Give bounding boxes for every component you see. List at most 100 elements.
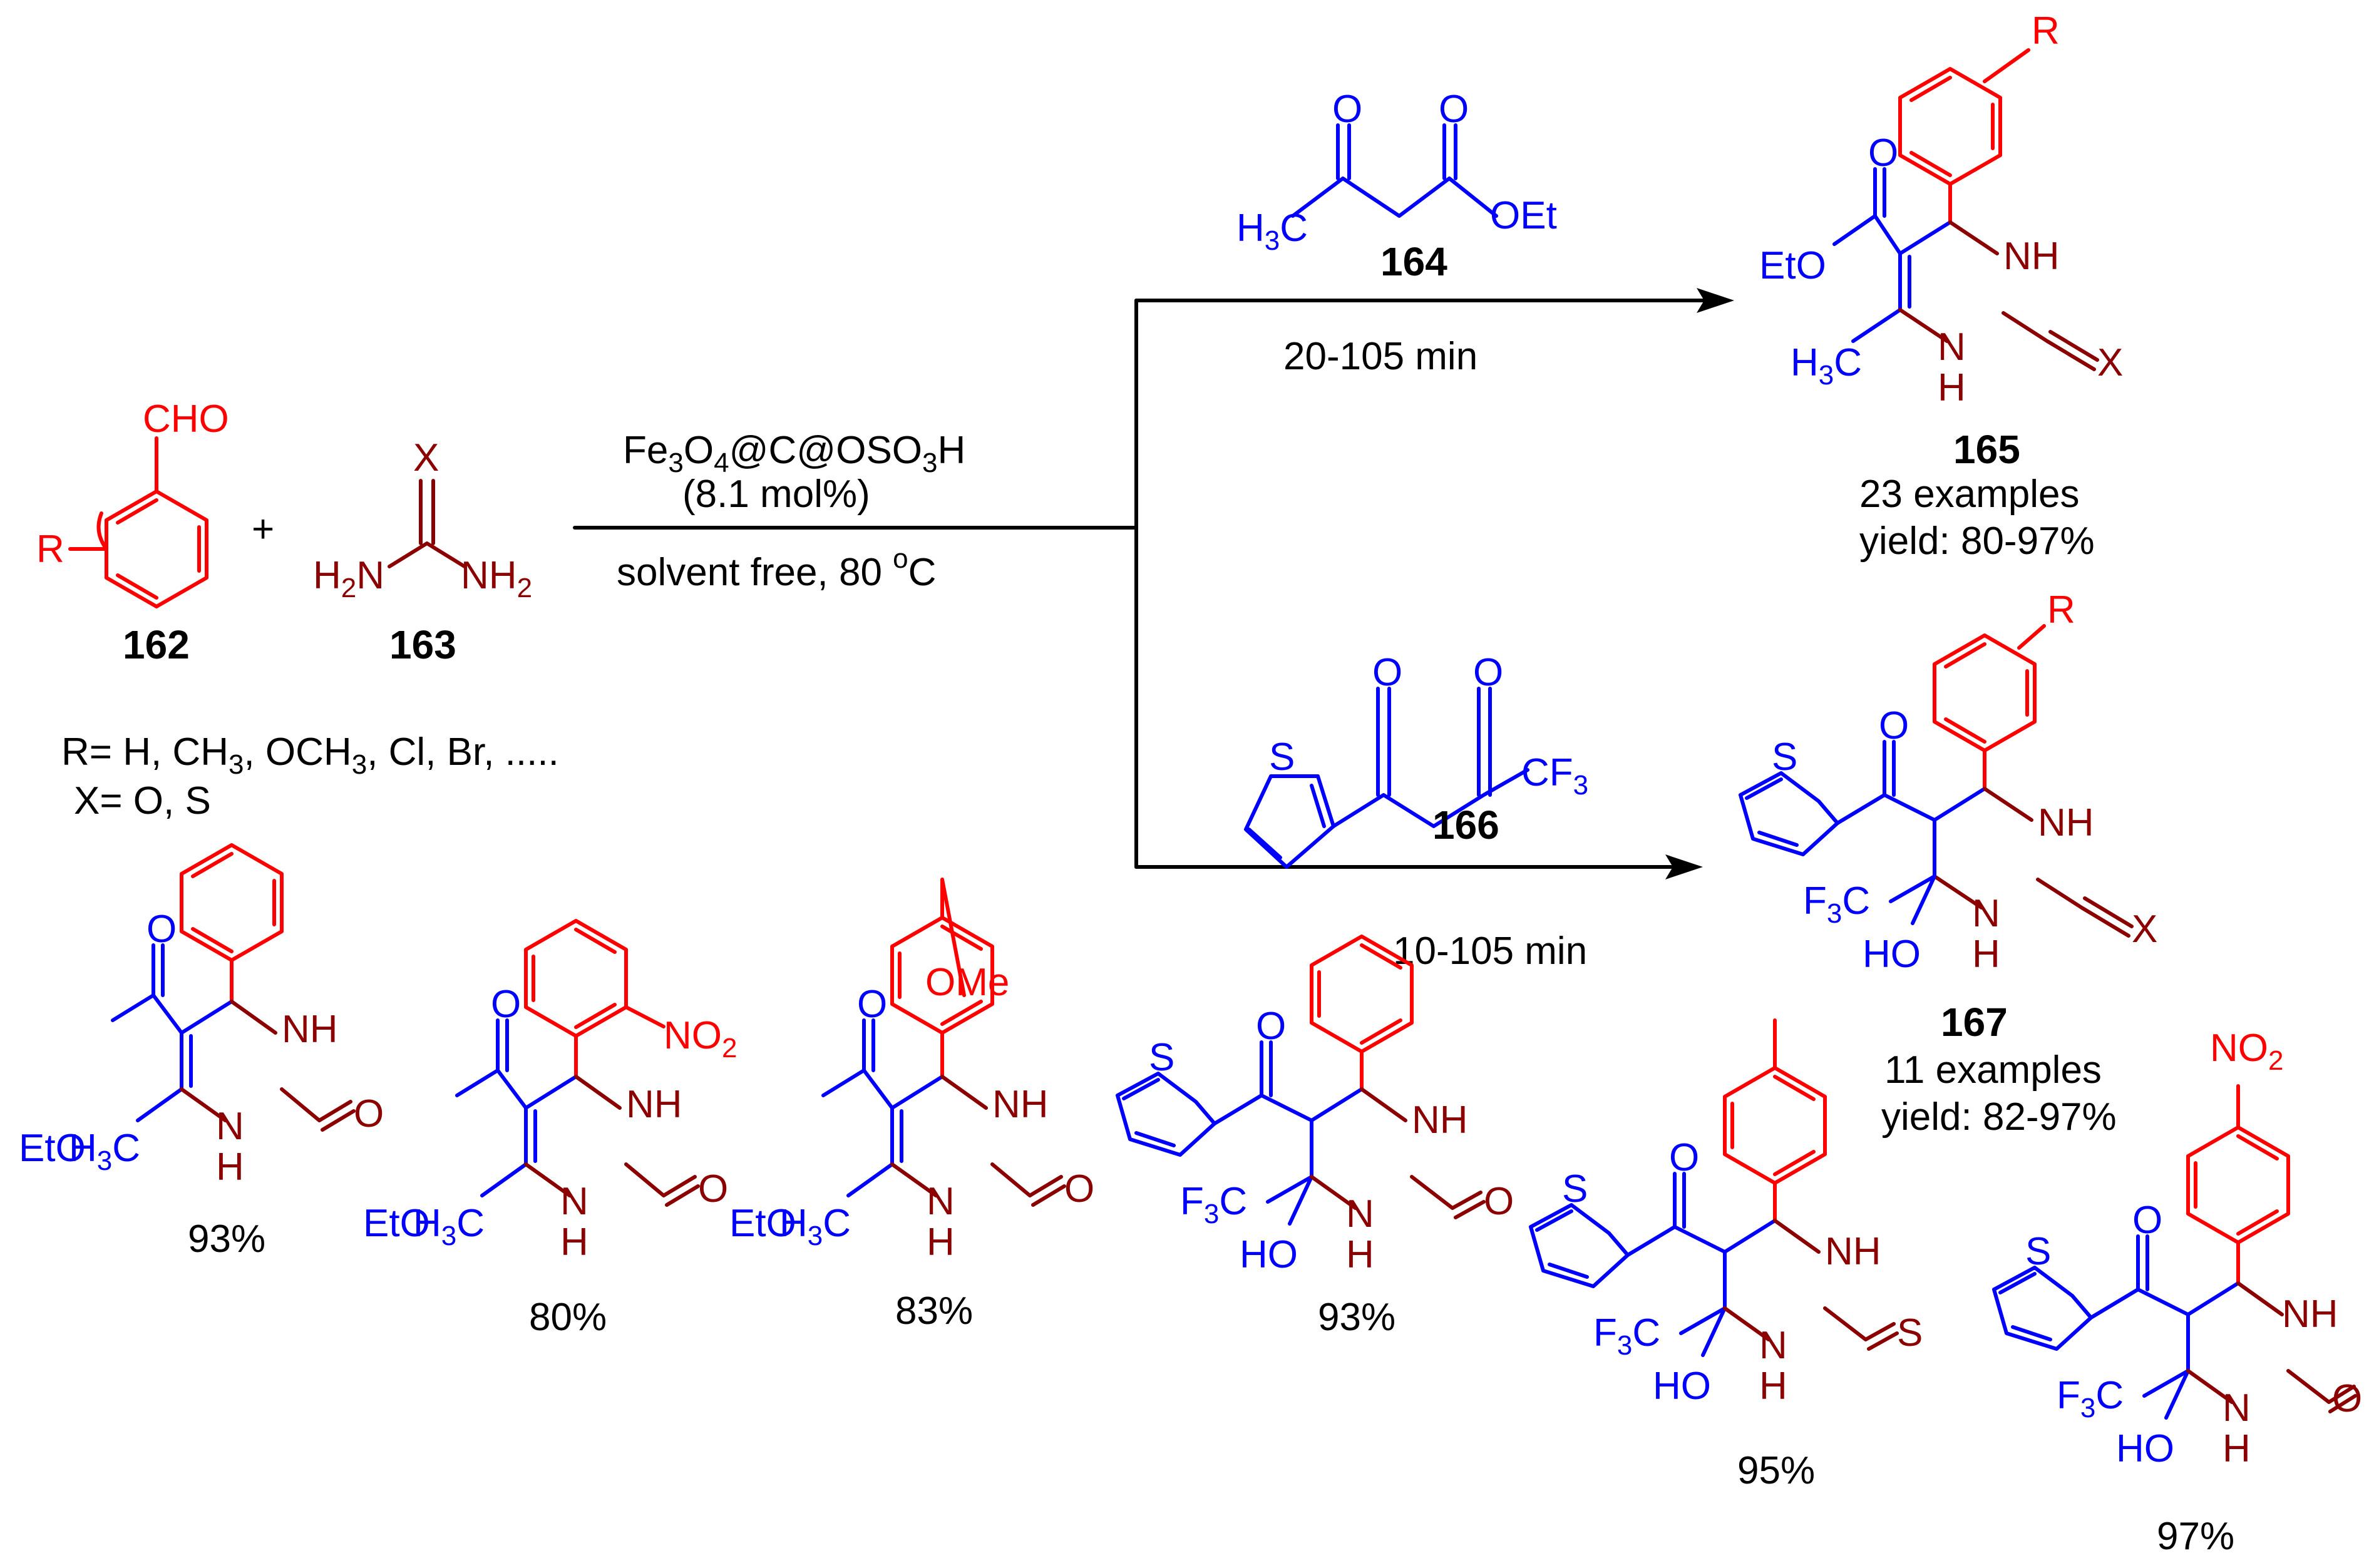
svg-text:O: O — [2332, 1377, 2362, 1420]
compound-label-164: 164 — [1380, 239, 1447, 284]
svg-text:O: O — [1879, 704, 1909, 747]
svg-text:O: O — [1064, 1167, 1094, 1211]
example-3: OMe O EtO NH N H O H3C 83% — [729, 878, 1094, 1333]
reactant-162: CHO R 162 — [36, 397, 229, 667]
svg-text:NH: NH — [1412, 1099, 1468, 1142]
urea-nh2-left: H2N — [313, 554, 384, 603]
svg-text:N: N — [1938, 325, 1966, 369]
methyl-group: H3C — [1236, 207, 1308, 256]
catalyst-loading: (8.1 mol%) — [682, 473, 870, 516]
svg-text:S: S — [1149, 1036, 1174, 1079]
svg-text:X: X — [2097, 341, 2123, 384]
example-4: O S NH N H O F3C HO 93% — [1116, 935, 1514, 1339]
examples-count-165: 23 examples — [1859, 473, 2080, 516]
svg-text:R: R — [2032, 9, 2060, 53]
svg-text:O: O — [857, 983, 887, 1026]
svg-text:H: H — [2223, 1427, 2251, 1470]
svg-text:NH: NH — [2282, 1293, 2338, 1336]
svg-text:O: O — [1868, 131, 1898, 175]
svg-text:O: O — [1669, 1136, 1699, 1179]
svg-text:H: H — [216, 1145, 244, 1189]
svg-text:O: O — [698, 1167, 728, 1211]
svg-text:NH: NH — [626, 1083, 682, 1126]
plus-sign: + — [252, 508, 274, 551]
cf3-group: CF3 — [1521, 751, 1588, 801]
example-1: O EtO NH N H O H3C 93% — [19, 843, 384, 1261]
svg-text:O: O — [1484, 1180, 1514, 1223]
catalyst-formula: Fe3O4@C@OSO3H — [623, 429, 965, 478]
compound-label-165: 165 — [1953, 427, 2020, 472]
svg-text:F3C: F3C — [1803, 879, 1870, 929]
svg-text:H3C: H3C — [413, 1202, 485, 1251]
svg-text:N: N — [927, 1180, 955, 1223]
lower-reaction-time: 10-105 min — [1393, 930, 1587, 973]
svg-text:H: H — [560, 1221, 588, 1264]
upper-reaction-time: 20-105 min — [1283, 335, 1477, 378]
example-4-yield: 93% — [1318, 1296, 1395, 1339]
product-165: R O EtO NH N H X H3C 165 23 examples yie… — [1759, 9, 2123, 563]
cho-group: CHO — [143, 397, 229, 441]
svg-text:NO2: NO2 — [2210, 1027, 2283, 1076]
compound-label-163: 163 — [389, 622, 456, 667]
svg-text:F3C: F3C — [1593, 1311, 1660, 1361]
svg-text:HO: HO — [1240, 1233, 1298, 1276]
svg-text:N: N — [560, 1180, 588, 1223]
example-1-yield: 93% — [188, 1217, 265, 1261]
example-5-yield: 95% — [1737, 1449, 1815, 1492]
example-5: O S NH N H S F3C HO 95% — [1529, 1018, 1923, 1492]
compound-label-162: 162 — [123, 622, 190, 667]
svg-text:O: O — [2132, 1199, 2162, 1242]
svg-text:H: H — [1938, 366, 1966, 409]
svg-text:R: R — [2047, 588, 2075, 632]
svg-text:NH: NH — [992, 1083, 1049, 1126]
example-2-yield: 80% — [529, 1296, 607, 1339]
svg-text:NH: NH — [282, 1008, 338, 1051]
svg-text:H: H — [1972, 933, 2000, 976]
svg-text:OEt: OEt — [1490, 194, 1557, 237]
svg-text:EtO: EtO — [729, 1202, 796, 1245]
reactant-163: X H2N NH2 163 — [313, 436, 532, 667]
example-2: NO2 O EtO NH N H O H3C 80% — [363, 919, 737, 1339]
svg-text:O: O — [1439, 88, 1469, 131]
svg-text:H3C: H3C — [69, 1127, 140, 1176]
example-6-yield: 97% — [2157, 1515, 2234, 1558]
arrow-head-upper — [1697, 288, 1734, 313]
svg-text:EtO: EtO — [1759, 244, 1826, 287]
svg-text:NO2: NO2 — [664, 1014, 737, 1063]
arrow-head-lower — [1665, 854, 1703, 879]
yield-range-167: yield: 82-97% — [1881, 1095, 2117, 1139]
svg-text:F3C: F3C — [1180, 1180, 1247, 1229]
svg-text:O: O — [1256, 1005, 1286, 1048]
svg-text:S: S — [1772, 735, 1797, 779]
svg-text:N: N — [216, 1105, 244, 1148]
svg-text:H3C: H3C — [779, 1202, 851, 1251]
svg-text:F3C: F3C — [2057, 1374, 2124, 1423]
svg-text:O: O — [491, 983, 521, 1026]
svg-text:N: N — [2223, 1386, 2251, 1430]
svg-text:HO: HO — [1863, 933, 1921, 976]
svg-text:EtO: EtO — [19, 1127, 86, 1170]
example-6: NO2 O S NH N H O F3C HO 97% — [1992, 1027, 2362, 1558]
svg-text:N: N — [1972, 892, 2000, 935]
compound-label-166: 166 — [1432, 802, 1499, 848]
r-group-definition: R= H, CH3, OCH3, Cl, Br, ..... — [61, 730, 559, 780]
svg-text:S: S — [1562, 1167, 1588, 1211]
svg-text:X: X — [2132, 908, 2157, 951]
examples-count-167: 11 examples — [1884, 1048, 2102, 1092]
svg-text:HO: HO — [2116, 1427, 2174, 1470]
svg-text:HO: HO — [1653, 1365, 1711, 1408]
reagent-164: O O H3C OEt 164 — [1236, 88, 1557, 284]
urea-x: X — [413, 436, 439, 479]
svg-text:H: H — [927, 1221, 955, 1264]
svg-text:N: N — [1346, 1192, 1374, 1236]
svg-text:OMe: OMe — [925, 961, 1009, 1004]
example-3-yield: 83% — [895, 1289, 973, 1333]
svg-text:EtO: EtO — [363, 1202, 430, 1245]
svg-text:H3C: H3C — [1791, 341, 1862, 391]
svg-text:S: S — [1269, 735, 1295, 779]
svg-text:O: O — [354, 1092, 384, 1135]
svg-text:NH: NH — [2038, 801, 2094, 844]
x-group-definition: X= O, S — [74, 779, 211, 822]
svg-text:H: H — [1759, 1365, 1787, 1408]
